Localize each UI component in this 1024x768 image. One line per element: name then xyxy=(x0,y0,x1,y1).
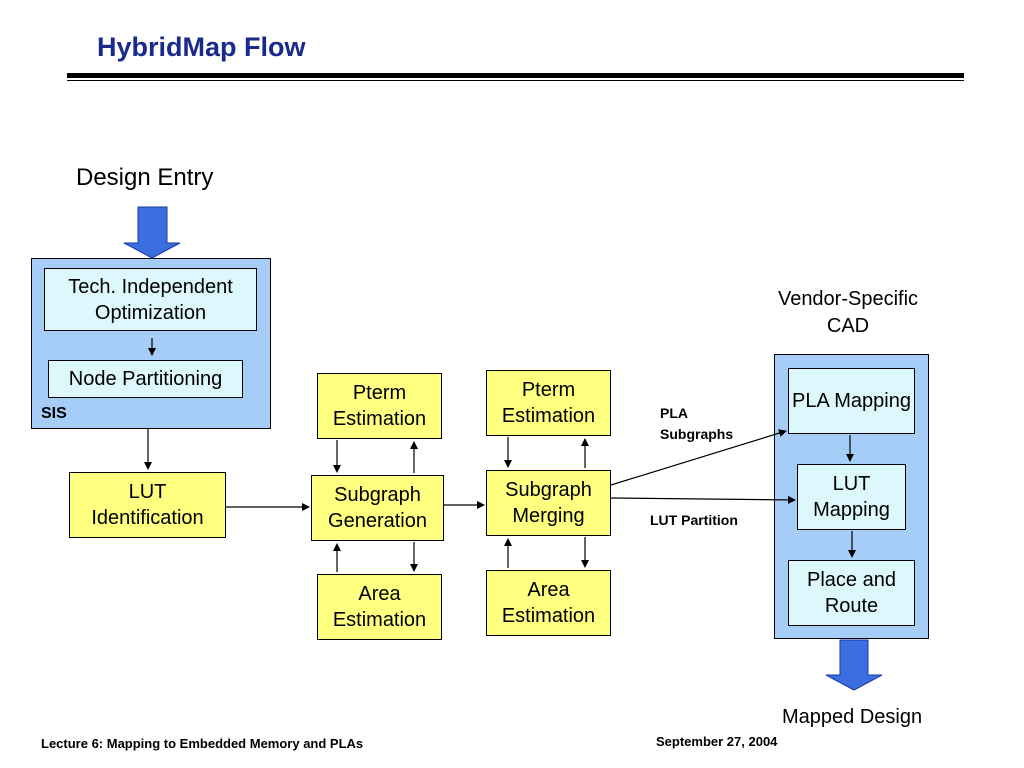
footer-lecture: Lecture 6: Mapping to Embedded Memory an… xyxy=(41,736,364,751)
area-estimation-box-2: Area Estimation xyxy=(486,570,611,636)
pla-mapping-box: PLA Mapping xyxy=(788,368,915,434)
node-partitioning-box: Node Partitioning xyxy=(48,360,243,398)
arrow-merge-to-lut xyxy=(610,495,796,504)
title-rule-thin xyxy=(67,80,964,81)
arrow-merge-to-pla xyxy=(610,429,787,486)
subgraph-generation-box: Subgraph Generation xyxy=(311,475,444,541)
design-entry-arrow xyxy=(123,206,181,259)
page-title: HybridMap Flow xyxy=(97,32,306,62)
subgraph-merging-box: Subgraph Merging xyxy=(486,470,611,536)
footer-date: September 27, 2004 xyxy=(656,734,778,749)
title-rule xyxy=(67,73,964,78)
design-entry-label: Design Entry xyxy=(76,164,214,191)
vendor-cad-label: Vendor-Specific CAD xyxy=(777,288,919,337)
lut-mapping-box: LUT Mapping xyxy=(797,464,906,530)
place-route-box: Place and Route xyxy=(788,560,915,626)
tech-independent-box: Tech. Independent Optimization xyxy=(44,268,257,331)
mapped-design-arrow xyxy=(825,639,883,691)
pterm-estimation-box-2: Pterm Estimation xyxy=(486,370,611,436)
pterm-estimation-box-1: Pterm Estimation xyxy=(317,373,442,439)
lut-partition-label: LUT Partition xyxy=(650,512,738,528)
lut-identification-box: LUT Identification xyxy=(69,472,226,538)
pla-subgraphs-label: PLA Subgraphs xyxy=(660,405,734,442)
area-estimation-box-1: Area Estimation xyxy=(317,574,442,640)
mapped-design-label: Mapped Design xyxy=(782,706,923,728)
sis-label: SIS xyxy=(41,405,67,422)
